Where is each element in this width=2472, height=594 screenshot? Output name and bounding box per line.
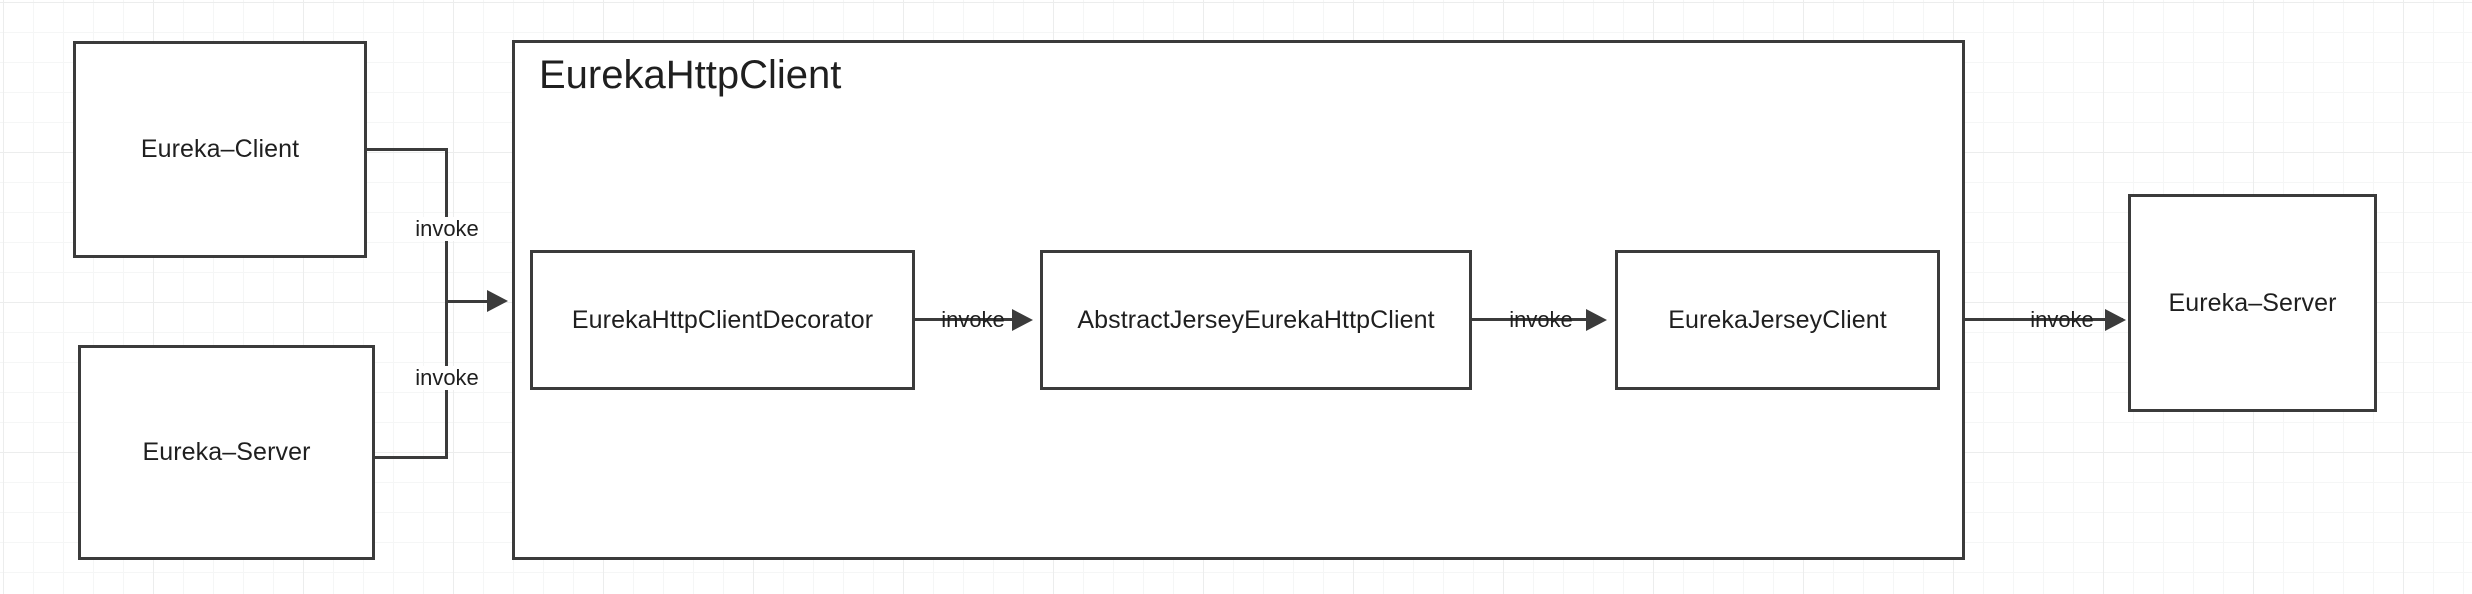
node-eureka-jersey-client-label: EurekaJerseyClient <box>1668 305 1887 334</box>
node-eureka-jersey-client[interactable]: EurekaJerseyClient <box>1615 250 1940 390</box>
node-eureka-client[interactable]: Eureka–Client <box>73 41 367 258</box>
edge-label-server-to-group: invoke <box>413 365 481 390</box>
node-abstract-jersey-eureka-http-client[interactable]: AbstractJerseyEurekaHttpClient <box>1040 250 1472 390</box>
edge-label-abstract-to-jersey: invoke <box>1509 307 1573 332</box>
edge-server-to-group-horizontal <box>375 456 448 459</box>
node-eureka-server-left-label: Eureka–Server <box>142 438 311 466</box>
arrowhead-abstract-to-jersey <box>1586 309 1607 331</box>
node-abstract-jersey-eureka-http-client-label: AbstractJerseyEurekaHttpClient <box>1077 305 1435 334</box>
node-eureka-server-left[interactable]: Eureka–Server <box>78 345 375 560</box>
arrowhead-into-group <box>487 290 508 312</box>
edge-label-decorator-to-abstract: invoke <box>941 307 1005 332</box>
arrowhead-decorator-to-abstract <box>1012 309 1033 331</box>
edge-decorator-to-abstract-line <box>915 318 1023 321</box>
node-eureka-http-client-decorator-label: EurekaHttpClientDecorator <box>571 305 874 334</box>
edge-label-jersey-to-server: invoke <box>2030 307 2094 332</box>
node-eureka-client-label: Eureka–Client <box>140 135 300 163</box>
node-eureka-server-right-label: Eureka–Server <box>2168 288 2337 317</box>
node-eureka-server-right[interactable]: Eureka–Server <box>2128 194 2377 412</box>
edge-client-to-group-horizontal <box>367 148 448 151</box>
edge-label-client-to-group: invoke <box>413 216 481 241</box>
arrowhead-jersey-to-server <box>2105 309 2126 331</box>
edge-abstract-to-jersey-line <box>1472 318 1598 321</box>
group-title: EurekaHttpClient <box>539 53 842 97</box>
edge-merge-to-group-stub <box>445 300 490 303</box>
edge-jersey-to-server-line <box>1965 318 2123 321</box>
node-eureka-http-client-decorator[interactable]: EurekaHttpClientDecorator <box>530 250 915 390</box>
